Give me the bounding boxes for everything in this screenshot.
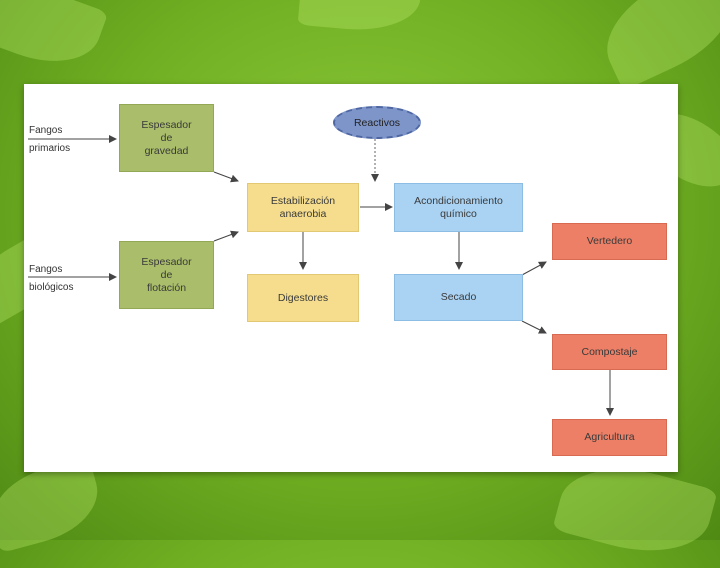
node-acondicionamiento: Acondicionamiento químico xyxy=(394,183,523,232)
node-vertedero: Vertedero xyxy=(552,223,667,260)
node-espesador-gravedad: Espesador de gravedad xyxy=(119,104,214,172)
background-leaf xyxy=(589,0,720,91)
arrow-secado-compostaje xyxy=(521,320,547,334)
node-estabilizacion: Estabilización anaerobia xyxy=(247,183,359,232)
connector-layer xyxy=(28,135,614,416)
node-secado: Secado xyxy=(394,274,523,321)
node-compostaje: Compostaje xyxy=(552,334,667,370)
label-fangos-biologicos: Fangos biológicos xyxy=(29,264,74,293)
diagram-slide: Fangos primarios Fangos biológicos Espes… xyxy=(24,84,678,472)
node-digestores: Digestores xyxy=(247,274,359,322)
label-fangos-primarios: Fangos primarios xyxy=(29,125,71,154)
arrow-gravedad-estabilizacion xyxy=(213,171,239,183)
arrow-flotacion-estabilizacion xyxy=(213,230,239,242)
background-leaf xyxy=(0,0,109,79)
background-leaf xyxy=(297,0,423,36)
node-reactivos: Reactivos xyxy=(333,106,421,139)
arrow-secado-vertedero xyxy=(521,261,547,276)
node-agricultura: Agricultura xyxy=(552,419,667,456)
node-espesador-flotacion: Espesador de flotación xyxy=(119,241,214,309)
